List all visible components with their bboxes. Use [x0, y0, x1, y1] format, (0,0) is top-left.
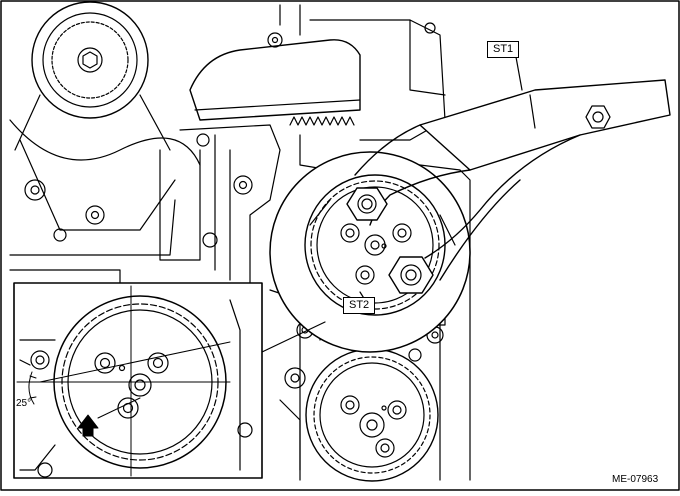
angle-label: 25° [16, 398, 32, 409]
magnifier-connector [261, 321, 326, 353]
st2-label: ST2 [343, 297, 376, 314]
main-cam-sprocket [269, 151, 471, 353]
figure-code: ME-07963 [612, 474, 659, 485]
st1-leader [515, 56, 523, 91]
lower-cam-sprocket [305, 348, 439, 482]
st1-label: ST1 [487, 41, 520, 58]
st1-spanner-tool [346, 79, 671, 301]
inset-detail [13, 282, 263, 479]
